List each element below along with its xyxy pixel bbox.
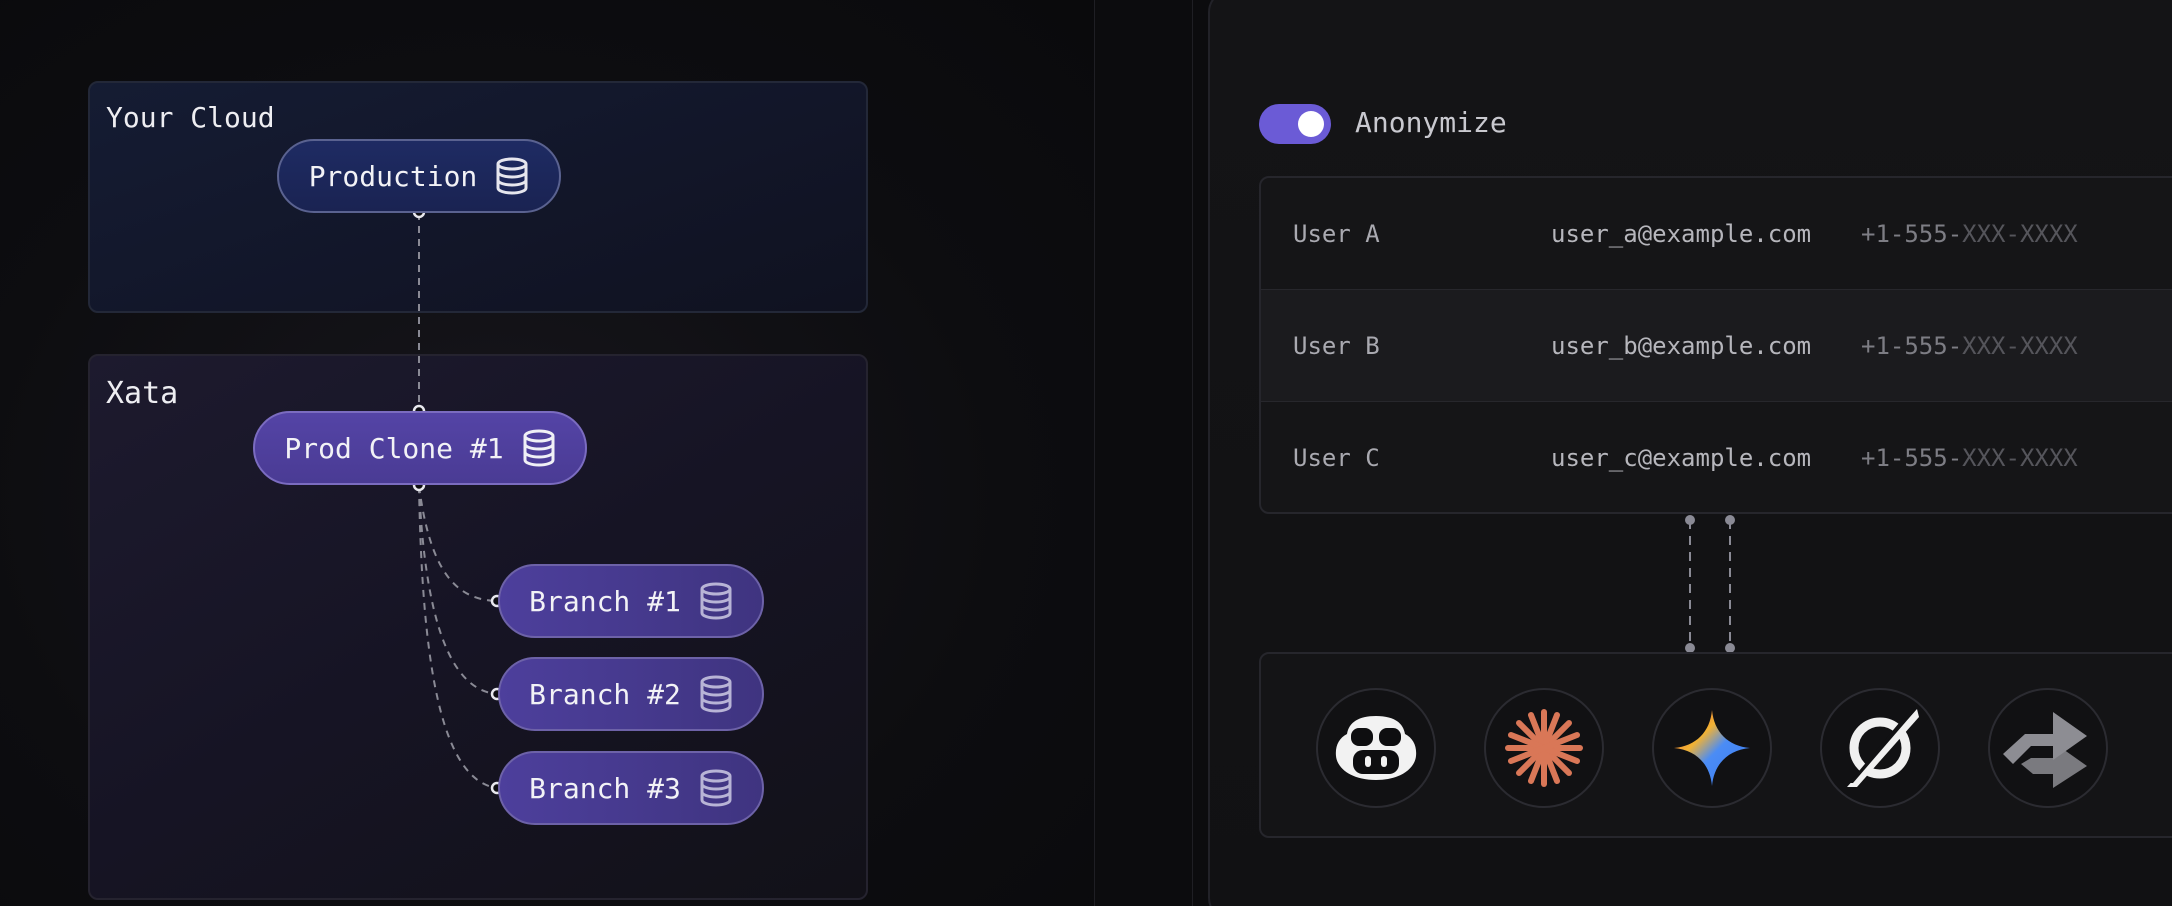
anonymized-users-table: User A user_a@example.com +1-555-XXX-XXX… bbox=[1259, 176, 2172, 514]
user-email: user_c@example.com bbox=[1551, 444, 1812, 472]
database-icon bbox=[700, 769, 732, 807]
phone-mask: XXX-XXXX bbox=[1962, 444, 2078, 472]
node-label: Production bbox=[308, 159, 478, 193]
database-icon bbox=[700, 675, 732, 713]
windsurf-icon[interactable] bbox=[1988, 688, 2108, 808]
database-icon bbox=[700, 582, 732, 620]
node-label: Branch #2 bbox=[529, 677, 681, 711]
production-node[interactable]: Production bbox=[277, 139, 561, 213]
table-row: User A user_a@example.com +1-555-XXX-XXX… bbox=[1261, 178, 2172, 290]
data-connector bbox=[1685, 515, 1735, 653]
node-label: Prod Clone #1 bbox=[284, 431, 504, 465]
anonymize-toggle[interactable] bbox=[1259, 104, 1331, 144]
user-phone: +1-555-XXX-XXXX bbox=[1861, 332, 2078, 360]
divider bbox=[1094, 0, 1095, 906]
divider bbox=[1192, 0, 1193, 906]
prod-clone-node[interactable]: Prod Clone #1 bbox=[253, 411, 587, 485]
user-phone: +1-555-XXX-XXXX bbox=[1861, 220, 2078, 248]
copilot-icon[interactable] bbox=[1316, 688, 1436, 808]
phone-prefix: +1-555- bbox=[1861, 219, 1963, 248]
node-label: Branch #1 bbox=[529, 584, 681, 618]
phone-prefix: +1-555- bbox=[1861, 444, 1963, 472]
user-phone: +1-555-XXX-XXXX bbox=[1861, 444, 2078, 472]
anonymize-label: Anonymize bbox=[1355, 106, 1507, 139]
panel-title: Xata bbox=[106, 376, 179, 411]
user-email: user_a@example.com bbox=[1551, 219, 1812, 248]
panel-title: Your Cloud bbox=[106, 101, 275, 134]
cursor-icon[interactable] bbox=[1820, 688, 1940, 808]
phone-mask: XXX-XXXX bbox=[1962, 331, 2078, 360]
gemini-icon[interactable] bbox=[1652, 688, 1772, 808]
user-name: User C bbox=[1293, 444, 1380, 472]
ai-agents-panel bbox=[1259, 652, 2172, 838]
table-row: User B user_b@example.com +1-555-XXX-XXX… bbox=[1261, 290, 2172, 402]
database-icon bbox=[496, 157, 528, 195]
branch-node-3[interactable]: Branch #3 bbox=[498, 751, 764, 825]
user-name: User A bbox=[1293, 219, 1380, 248]
toggle-knob bbox=[1298, 111, 1324, 137]
user-email: user_b@example.com bbox=[1551, 331, 1812, 360]
table-row: User C user_c@example.com +1-555-XXX-XXX… bbox=[1261, 402, 2172, 512]
branch-node-1[interactable]: Branch #1 bbox=[498, 564, 764, 638]
phone-mask: XXX-XXXX bbox=[1962, 219, 2078, 248]
database-icon bbox=[523, 429, 555, 467]
phone-prefix: +1-555- bbox=[1861, 331, 1963, 360]
user-name: User B bbox=[1293, 331, 1380, 360]
branch-node-2[interactable]: Branch #2 bbox=[498, 657, 764, 731]
claude-icon[interactable] bbox=[1484, 688, 1604, 808]
node-label: Branch #3 bbox=[529, 771, 681, 805]
